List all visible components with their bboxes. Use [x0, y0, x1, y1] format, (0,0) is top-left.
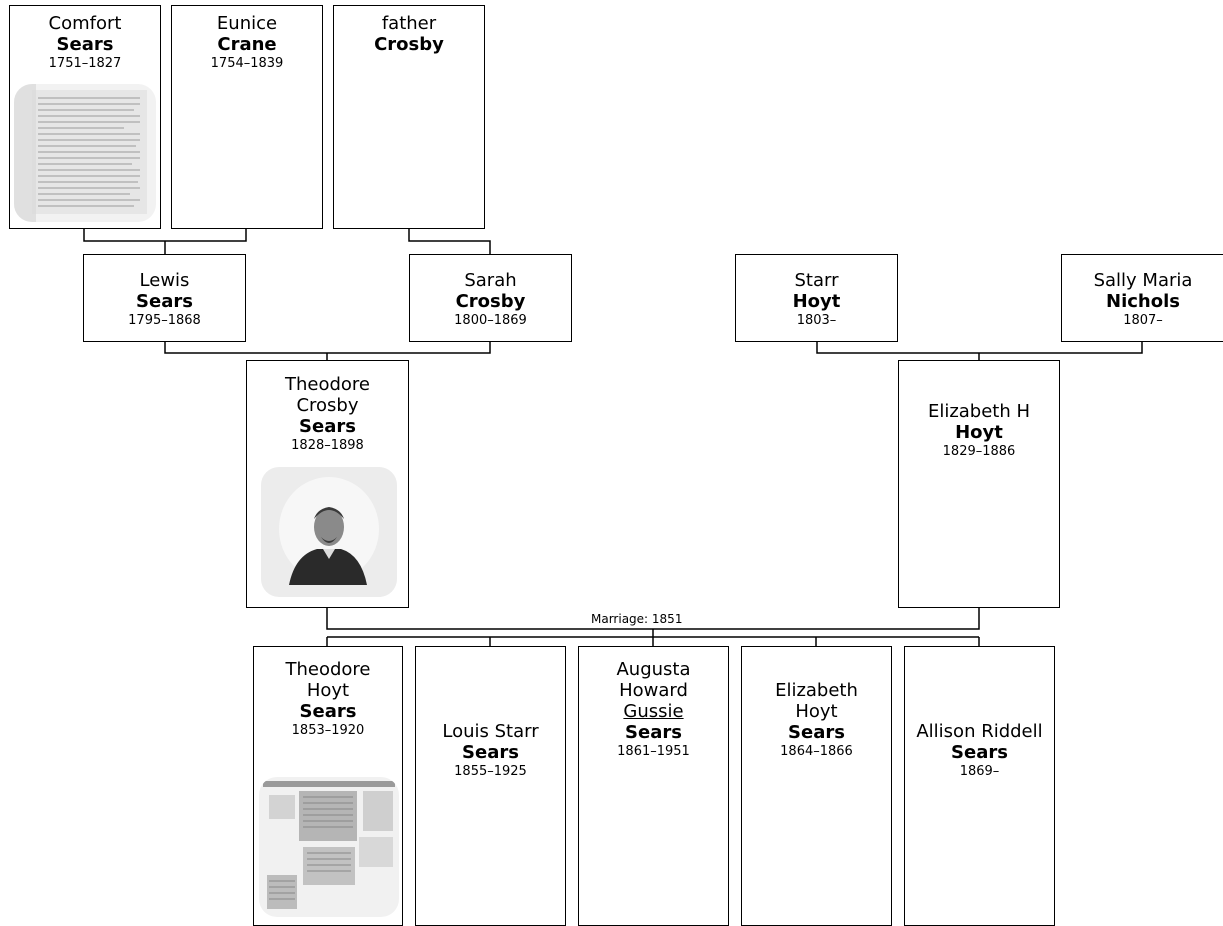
surname: Sears	[299, 701, 357, 722]
given-name-middle: Hoyt	[306, 680, 350, 701]
given-name: father	[381, 13, 437, 34]
person-card-sally-maria-nichols[interactable]: Sally Maria Nichols 1807–	[1061, 254, 1223, 342]
person-card-theodore-crosby-sears[interactable]: Theodore Crosby Sears 1828–1898	[246, 360, 409, 608]
person-card-theodore-hoyt-sears[interactable]: Theodore Hoyt Sears 1853–1920	[253, 646, 403, 926]
person-card-elizabeth-hoyt-sears[interactable]: Elizabeth Hoyt Sears 1864–1866	[741, 646, 892, 926]
couple-connector-comfort-eunice	[83, 229, 247, 242]
surname: Crane	[217, 34, 277, 55]
given-name: Starr	[794, 270, 839, 291]
given-name-first: Theodore	[285, 659, 371, 680]
given-name: Allison Riddell	[916, 721, 1043, 742]
person-card-starr-hoyt[interactable]: Starr Hoyt 1803–	[735, 254, 898, 342]
given-name-first: Theodore	[284, 374, 370, 395]
surname: Sears	[299, 416, 356, 437]
given-name-middle: Crosby	[296, 395, 359, 416]
life-dates: 1800–1869	[454, 313, 527, 328]
surname: Sears	[462, 742, 519, 763]
person-card-comfort-sears[interactable]: Comfort Sears 1751–1827	[9, 5, 161, 229]
life-dates: 1828–1898	[291, 438, 364, 453]
given-name: Lewis	[139, 270, 190, 291]
given-name-first: Elizabeth	[775, 680, 858, 701]
life-dates: 1795–1868	[128, 313, 201, 328]
surname: Sears	[136, 291, 193, 312]
given-name: Eunice	[216, 13, 278, 34]
portrait-photo-thumbnail[interactable]	[261, 467, 397, 597]
given-name-first: Augusta	[616, 659, 691, 680]
given-name-middle: Hoyt	[795, 701, 838, 722]
descent-line-sarah	[408, 229, 491, 254]
surname: Hoyt	[955, 422, 1003, 443]
child-drop-lines	[326, 637, 980, 646]
given-name: Comfort	[48, 13, 122, 34]
surname: Crosby	[455, 291, 526, 312]
person-card-lewis-sears[interactable]: Lewis Sears 1795–1868	[83, 254, 246, 342]
person-card-louis-starr-sears[interactable]: Louis Starr Sears 1855–1925	[415, 646, 566, 926]
surname: Sears	[56, 34, 114, 55]
marriage-label: Marriage: 1851	[589, 612, 685, 626]
life-dates: 1751–1827	[48, 56, 122, 71]
surname: Crosby	[374, 34, 444, 55]
person-card-elizabeth-h-hoyt[interactable]: Elizabeth H Hoyt 1829–1886	[898, 360, 1060, 608]
surname: Sears	[951, 742, 1008, 763]
life-dates: 1803–	[796, 313, 837, 328]
given-name: Louis Starr	[442, 721, 539, 742]
life-dates: 1864–1866	[780, 744, 853, 759]
given-name: Elizabeth H	[927, 401, 1031, 422]
life-dates: 1807–	[1123, 313, 1163, 328]
nickname: Gussie	[623, 701, 684, 722]
surname: Nichols	[1106, 291, 1180, 312]
given-name: Sally Maria	[1093, 270, 1193, 291]
person-card-eunice-crane[interactable]: Eunice Crane 1754–1839	[171, 5, 323, 229]
life-dates: 1853–1920	[291, 723, 365, 738]
given-name-middle: Howard	[619, 680, 688, 701]
person-card-augusta-howard-sears[interactable]: Augusta Howard Gussie Sears 1861–1951	[578, 646, 729, 926]
life-dates: 1829–1886	[942, 444, 1016, 459]
life-dates: 1869–	[959, 764, 1000, 779]
given-name: Sarah	[464, 270, 517, 291]
surname: Sears	[788, 722, 845, 743]
surname: Hoyt	[792, 291, 841, 312]
life-dates: 1754–1839	[210, 56, 284, 71]
life-dates: 1855–1925	[454, 764, 527, 779]
newspaper-clipping-thumbnail[interactable]	[259, 777, 399, 917]
person-card-sarah-crosby[interactable]: Sarah Crosby 1800–1869	[409, 254, 572, 342]
couple-connector-lewis-sarah	[164, 342, 491, 354]
document-scan-thumbnail[interactable]	[14, 84, 156, 222]
person-card-father-crosby[interactable]: father Crosby	[333, 5, 485, 229]
person-card-allison-riddell-sears[interactable]: Allison Riddell Sears 1869–	[904, 646, 1055, 926]
surname: Sears	[625, 722, 682, 743]
couple-connector-starr-sally	[816, 342, 1143, 354]
life-dates: 1861–1951	[617, 744, 690, 759]
